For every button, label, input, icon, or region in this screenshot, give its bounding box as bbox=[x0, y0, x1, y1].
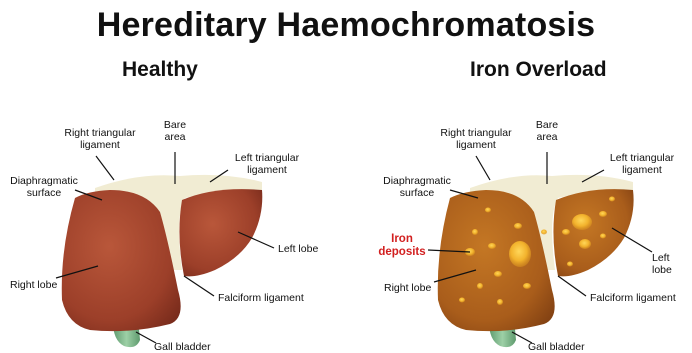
healthy-left-lobe bbox=[179, 189, 262, 276]
healthy-diaphragmatic-surface-label: Diaphragmatic surface bbox=[4, 175, 84, 199]
iron-overload-liver bbox=[428, 152, 652, 347]
healthy-right-lobe-label: Right lobe bbox=[10, 279, 57, 291]
iron-deposits-label: Iron deposits bbox=[376, 233, 428, 259]
iron-right-triangular-ligament-label: Right triangular ligament bbox=[426, 127, 526, 151]
iron-left-triangular-ligament-label: Left triangular ligament bbox=[598, 152, 686, 176]
healthy-left-triangular-ligament-label: Left triangular ligament bbox=[222, 152, 312, 176]
healthy-left-lobe-label: Left lobe bbox=[278, 243, 318, 255]
healthy-falciform-ligament-label: Falciform ligament bbox=[218, 292, 304, 304]
healthy-bare-area-label: Bare area bbox=[150, 119, 200, 143]
iron-gall-bladder-label: Gall bladder bbox=[528, 341, 585, 353]
iron-diaphragmatic-surface-label: Diaphragmatic surface bbox=[378, 175, 456, 199]
iron-falciform-ligament-label: Falciform ligament bbox=[590, 292, 676, 304]
iron-bare-area-label: Bare area bbox=[522, 119, 572, 143]
healthy-liver bbox=[56, 152, 274, 347]
iron-right-lobe-label: Right lobe bbox=[384, 282, 431, 294]
healthy-right-triangular-ligament-label: Right triangular ligament bbox=[50, 127, 150, 151]
healthy-gall-bladder-label: Gall bladder bbox=[154, 341, 211, 353]
iron-left-lobe-label: Left lobe bbox=[652, 252, 692, 276]
